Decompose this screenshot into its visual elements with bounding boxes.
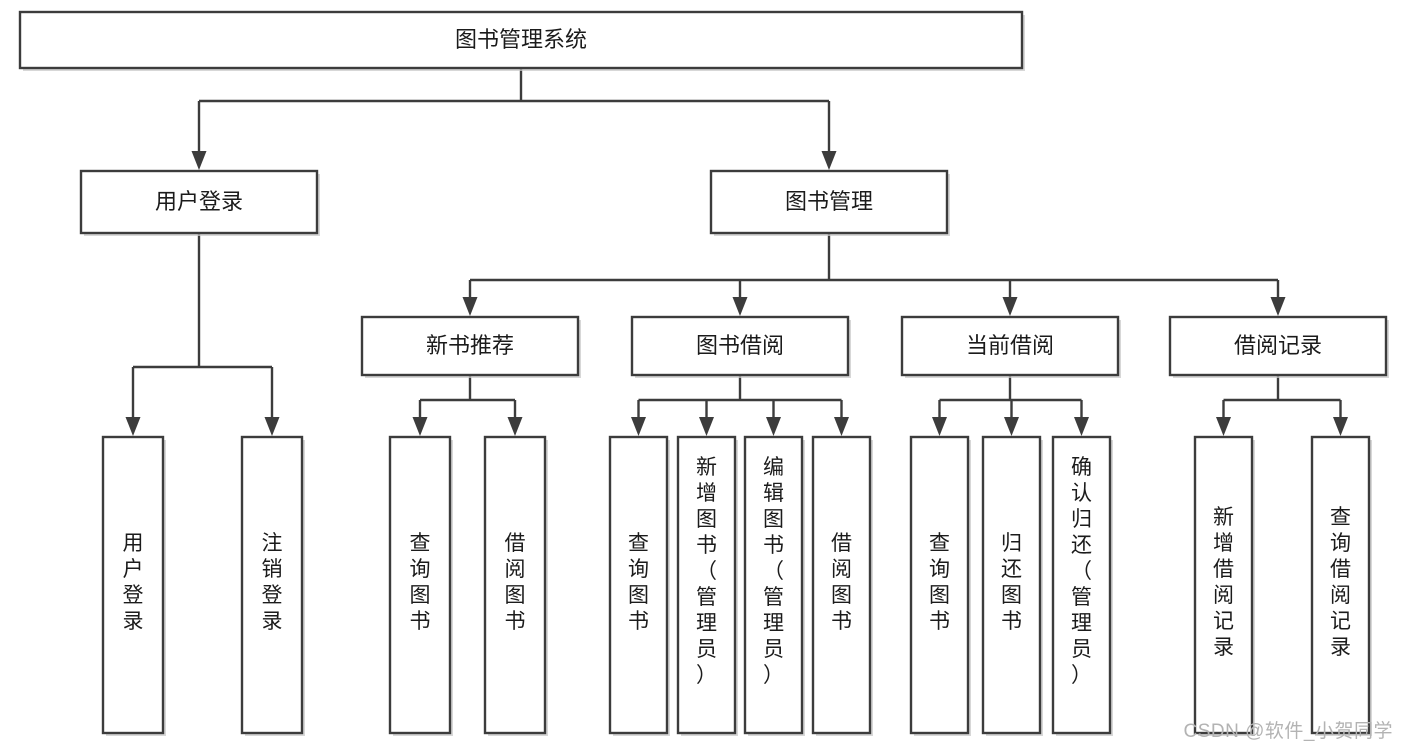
node-rect (79, 169, 319, 235)
node-rect (709, 169, 949, 235)
arrow-head-icon (125, 417, 141, 436)
arrow-head-icon (264, 417, 280, 436)
connector-group-current-borrow (932, 375, 1089, 436)
node-rect (608, 435, 669, 735)
node-label: 当前借阅 (966, 333, 1054, 358)
node-rect (743, 435, 804, 735)
node-user-login[interactable]: 用户登录 (79, 169, 320, 236)
node-rect (1310, 435, 1371, 735)
arrow-head-icon (1002, 297, 1018, 316)
node-leaf-query-book-new[interactable]: 查询图书 (388, 435, 453, 736)
node-rect (1193, 435, 1254, 735)
node-label: 借阅记录 (1234, 333, 1322, 358)
node-rect (630, 315, 850, 377)
connector-group-new-book-recommend (412, 375, 523, 436)
arrow-head-icon (699, 417, 714, 436)
node-label: 新书推荐 (426, 333, 514, 358)
node-leaf-borrow-book[interactable]: 借阅图书 (811, 435, 873, 736)
node-leaf-query-borrow-record[interactable]: 查询借阅记录 (1310, 435, 1372, 736)
arrow-head-icon (834, 417, 849, 436)
node-leaf-logout[interactable]: 注销登录 (240, 435, 305, 736)
node-label: 图书借阅 (696, 333, 784, 358)
node-rect (1168, 315, 1388, 377)
connector-layer (125, 68, 1348, 436)
node-leaf-confirm-return-admin[interactable]: 确认归还（管理员） (1051, 435, 1113, 736)
arrow-head-icon (932, 417, 947, 436)
arrow-head-icon (821, 151, 837, 170)
node-borrow-record[interactable]: 借阅记录 (1168, 315, 1389, 378)
node-leaf-query-book-current[interactable]: 查询图书 (909, 435, 971, 736)
node-label: 查询图书 (929, 532, 950, 633)
node-rect (900, 315, 1120, 377)
arrow-head-icon (631, 417, 646, 436)
node-rect (811, 435, 872, 735)
node-rect (909, 435, 970, 735)
node-leaf-add-book-admin[interactable]: 新增图书（管理员） (676, 435, 738, 736)
node-label: 查询借阅记录 (1330, 506, 1351, 659)
arrow-head-icon (507, 417, 523, 436)
node-rect (388, 435, 452, 735)
connector-group-root (191, 68, 837, 170)
node-rect (981, 435, 1042, 735)
node-rect (360, 315, 580, 377)
arrow-head-icon (1333, 417, 1348, 436)
arrow-head-icon (412, 417, 428, 436)
node-rect (1051, 435, 1112, 735)
node-label: 新增图书（管理员） (696, 456, 717, 687)
arrow-head-icon (1004, 417, 1019, 436)
arrow-head-icon (191, 151, 207, 170)
node-label: 图书管理 (785, 189, 873, 214)
arrow-head-icon (1270, 297, 1286, 316)
node-rect (240, 435, 304, 735)
node-leaf-user-login[interactable]: 用户登录 (101, 435, 166, 736)
node-root[interactable]: 图书管理系统 (18, 10, 1025, 71)
node-rect (483, 435, 547, 735)
arrow-head-icon (462, 297, 478, 316)
node-leaf-return-book[interactable]: 归还图书 (981, 435, 1043, 736)
node-label: 借阅图书 (505, 532, 526, 633)
node-label: 查询图书 (628, 532, 649, 633)
node-label: 借阅图书 (831, 532, 852, 633)
arrow-head-icon (766, 417, 781, 436)
node-leaf-edit-book-admin[interactable]: 编辑图书（管理员） (743, 435, 805, 736)
connector-group-book-borrow (631, 375, 849, 436)
node-book-borrow[interactable]: 图书借阅 (630, 315, 851, 378)
node-label: 图书管理系统 (455, 27, 587, 52)
node-label: 用户登录 (155, 189, 243, 214)
node-label: 归还图书 (1001, 532, 1022, 633)
node-label: 查询图书 (410, 532, 431, 633)
node-book-management[interactable]: 图书管理 (709, 169, 950, 236)
node-label: 新增借阅记录 (1213, 506, 1234, 659)
node-rect (101, 435, 165, 735)
node-rect (676, 435, 737, 735)
node-leaf-borrow-book-new[interactable]: 借阅图书 (483, 435, 548, 736)
node-rect (18, 10, 1024, 70)
arrow-head-icon (1074, 417, 1089, 436)
node-label: 确认归还（管理员） (1071, 456, 1092, 687)
node-label: 注销登录 (262, 532, 283, 633)
node-layer: 图书管理系统用户登录图书管理新书推荐图书借阅当前借阅借阅记录用户登录注销登录查询… (18, 10, 1389, 736)
node-current-borrow[interactable]: 当前借阅 (900, 315, 1121, 378)
node-label: 编辑图书（管理员） (763, 456, 784, 687)
connector-group-book-management (462, 233, 1286, 316)
connector-group-user-login (125, 233, 280, 436)
node-new-book-recommend[interactable]: 新书推荐 (360, 315, 581, 378)
connector-group-borrow-record (1216, 375, 1348, 436)
node-label: 用户登录 (123, 532, 144, 633)
arrow-head-icon (732, 297, 748, 316)
node-leaf-add-borrow-record[interactable]: 新增借阅记录 (1193, 435, 1255, 736)
node-leaf-query-book-borrow[interactable]: 查询图书 (608, 435, 670, 736)
arrow-head-icon (1216, 417, 1231, 436)
